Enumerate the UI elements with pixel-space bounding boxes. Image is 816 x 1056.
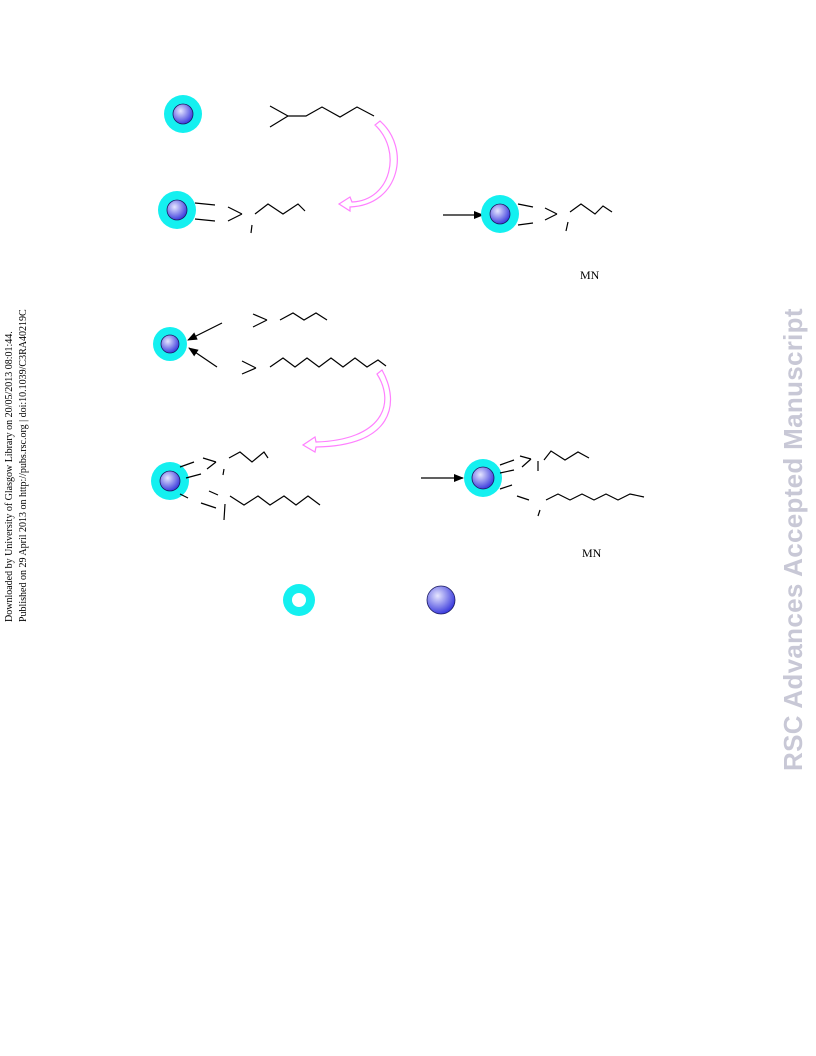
reagent-long-chain-1: [241, 357, 387, 375]
nanoparticle-core-shell-6: [464, 459, 502, 497]
bound-mixed-chain-product-2: [499, 450, 645, 517]
nanoparticle-core-shell-5: [151, 462, 189, 500]
cyan-ring-icon: [283, 584, 315, 616]
nanoparticle-core-shell-4: [153, 327, 187, 361]
reagent-short-chain-1: [269, 105, 375, 128]
curved-reaction-arrow-icon: [337, 120, 398, 213]
nanoparticle-core-shell-3: [481, 195, 519, 233]
bound-chain-product-1: [194, 202, 306, 234]
blue-sphere-icon: [426, 585, 456, 615]
mn-label-top: MN: [580, 268, 600, 282]
nanoparticle-core-shell-2: [158, 191, 196, 229]
reagent-short-chain-2: [252, 312, 328, 328]
reagent-arrows-to-particle: [187, 322, 223, 368]
mn-label-bottom: MN: [582, 546, 602, 560]
nanoparticle-core-shell-1: [164, 95, 202, 133]
bound-mixed-chain-product-1: [179, 451, 321, 521]
bound-chain-product-2: [517, 203, 613, 232]
curved-reaction-arrow-icon: [301, 369, 392, 453]
